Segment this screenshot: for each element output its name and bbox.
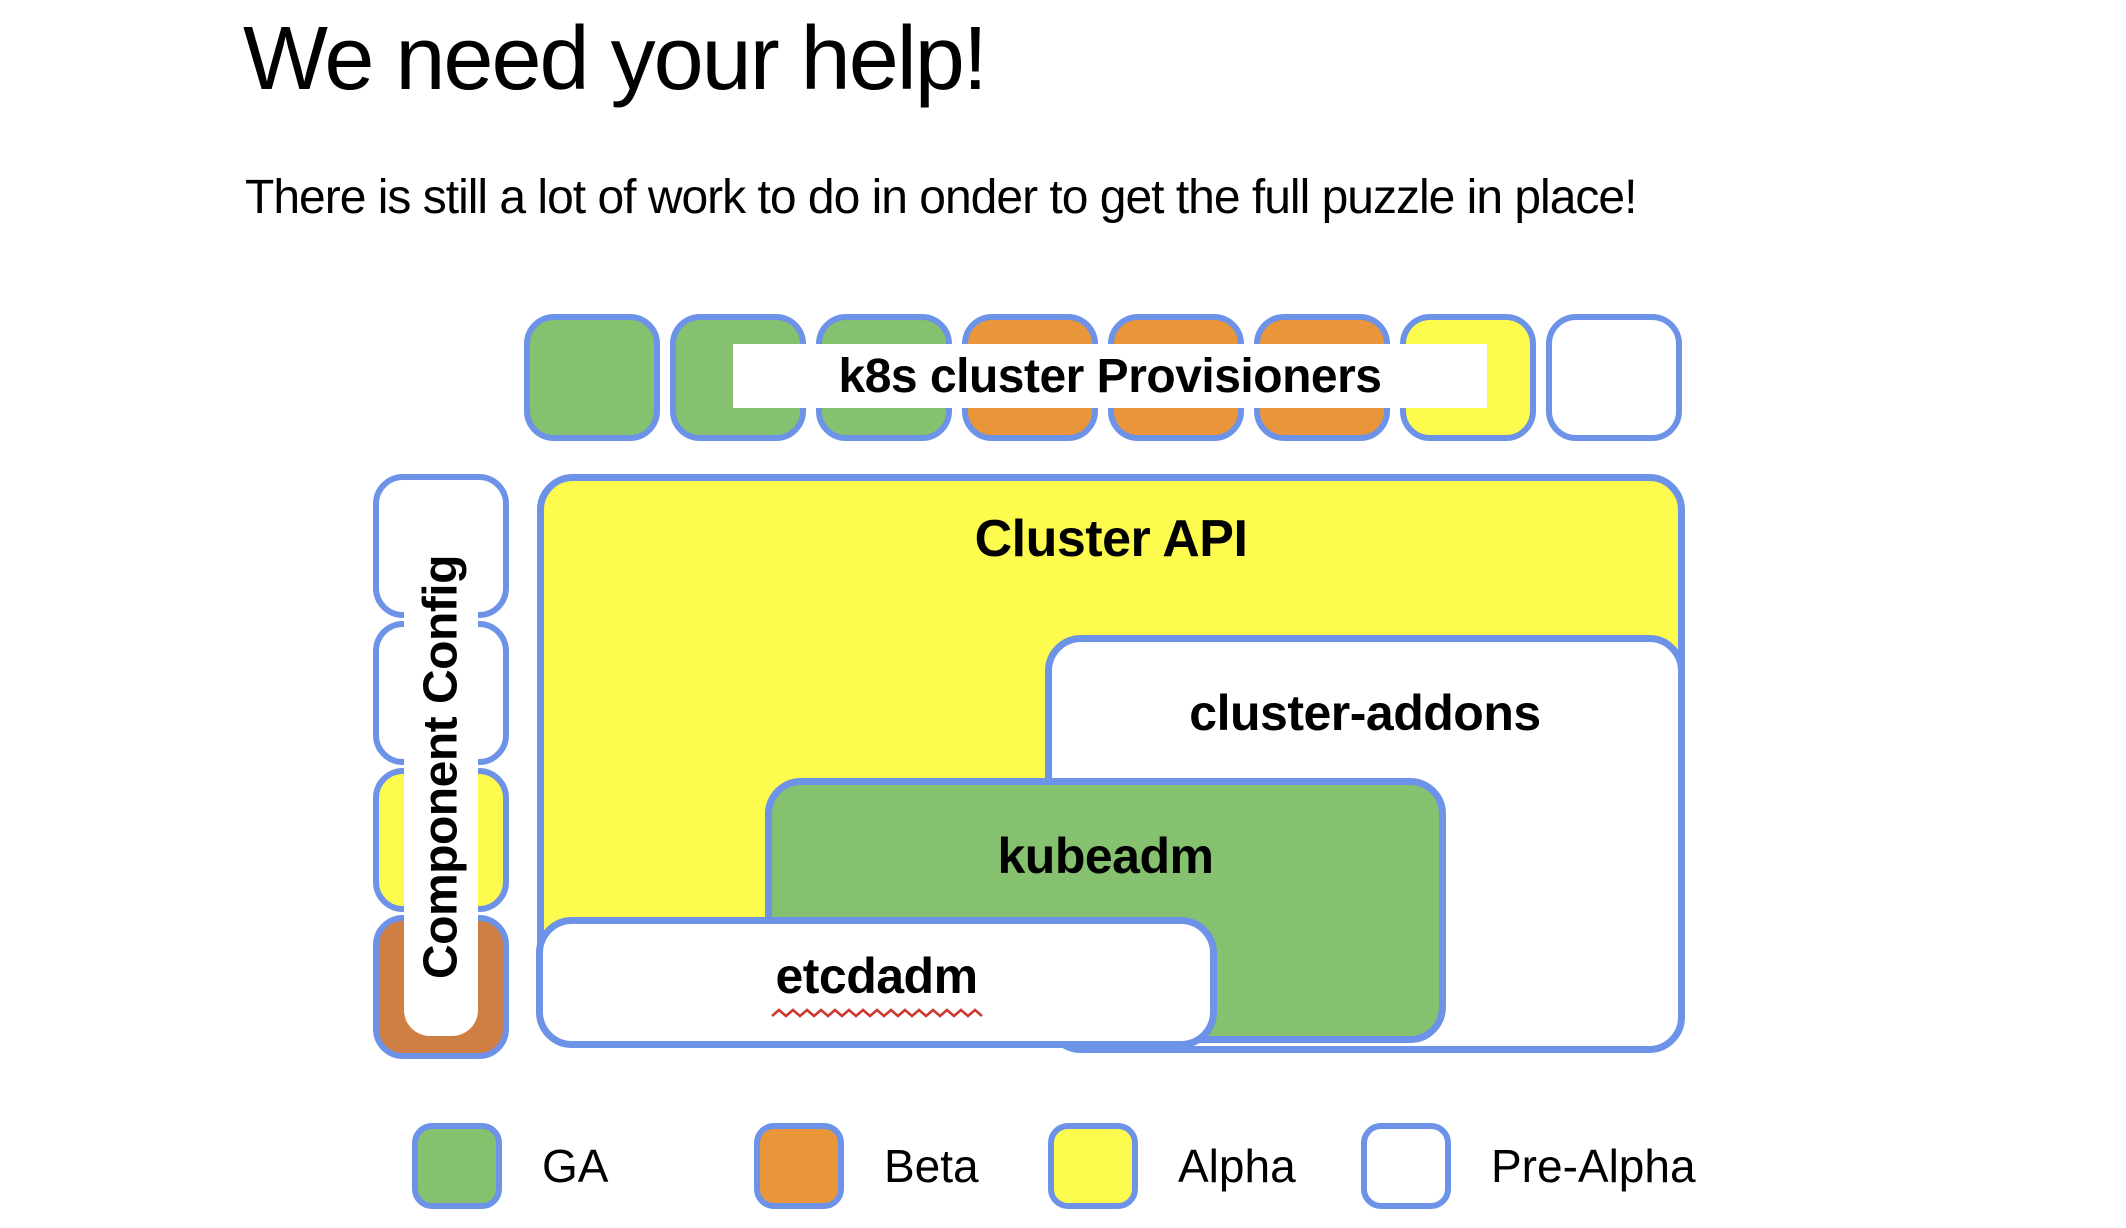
legend: GA Beta Alpha Pre-Alpha	[412, 1123, 1696, 1209]
box-etcdadm-label: etcdadm	[775, 947, 978, 1004]
component-config-label: Component Config	[404, 498, 478, 1036]
box-kubeadm-label: kubeadm	[997, 828, 1214, 884]
legend-item-beta: Beta	[754, 1123, 1048, 1209]
legend-label: Alpha	[1178, 1140, 1296, 1192]
spellcheck-squiggle-underline	[770, 1007, 983, 1018]
legend-label: Beta	[884, 1140, 979, 1192]
legend-item-pre-alpha: Pre-Alpha	[1361, 1123, 1696, 1209]
legend-swatch	[1361, 1123, 1451, 1209]
puzzle-piece-prealpha	[1546, 314, 1682, 441]
page-subtitle: There is still a lot of work to do in on…	[245, 171, 1637, 224]
box-etcdadm: etcdadm	[536, 917, 1217, 1048]
legend-item-ga: GA	[412, 1123, 754, 1209]
provisioners-label: k8s cluster Provisioners	[733, 344, 1487, 408]
legend-label: GA	[542, 1140, 609, 1192]
page-title: We need your help!	[243, 9, 988, 109]
legend-item-alpha: Alpha	[1048, 1123, 1361, 1209]
legend-label: Pre-Alpha	[1491, 1140, 1696, 1192]
legend-swatch	[412, 1123, 502, 1209]
puzzle-piece-ga	[524, 314, 660, 441]
box-cluster-api-label: Cluster API	[974, 510, 1248, 568]
legend-swatch	[754, 1123, 844, 1209]
box-cluster-addons-label: cluster-addons	[1189, 685, 1541, 741]
legend-swatch	[1048, 1123, 1138, 1209]
